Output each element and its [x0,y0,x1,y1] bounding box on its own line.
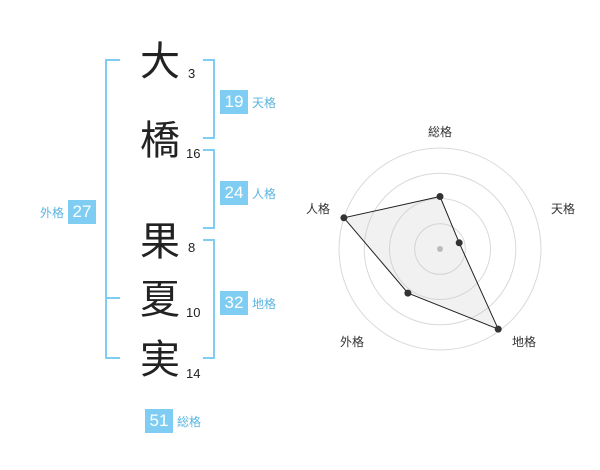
stroke-count-3: 8 [188,240,196,255]
ten-badge: 19 天格 [220,90,276,114]
name-char-4: 夏 [140,277,180,323]
chi-label: 地格 [252,296,277,311]
ten-value: 19 [220,90,248,114]
ten-label: 天格 [252,95,277,110]
sou-label: 総格 [177,414,202,429]
sou-value: 51 [145,409,173,433]
jin-bracket [203,149,215,229]
radar-axis-label-sou: 総格 [428,124,452,139]
gai-bracket [105,59,120,359]
radar-axis-label-ten: 天格 [551,201,575,216]
radar-axis-label-chi: 地格 [512,334,536,349]
chi-value: 32 [220,291,248,315]
stroke-count-5: 14 [186,366,201,381]
ten-bracket [203,59,215,139]
sou-badge: 51 総格 [145,409,201,433]
name-char-5: 実 [140,337,180,383]
radar-ring [338,147,542,351]
jin-badge: 24 人格 [220,181,276,205]
jin-value: 24 [220,181,248,205]
radar-point [404,289,412,297]
stroke-count-4: 10 [186,305,201,320]
radar-point [494,325,502,333]
radar-ring [363,172,517,326]
jin-label: 人格 [252,186,277,201]
radar-axis-label-gai: 外格 [340,334,364,349]
name-char-3: 果 [140,219,180,265]
chi-badge: 32 地格 [220,291,276,315]
radar-points [340,193,502,333]
radar-ring [414,223,466,275]
radar-point [455,239,463,247]
radar-center-dot [437,246,443,252]
gai-label: 外格 [40,205,65,220]
gai-badge: 外格 27 [40,200,97,224]
radar-axis-label-jin: 人格 [306,201,330,216]
radar-point [340,214,348,222]
name-char-1: 大 [140,39,180,85]
chi-bracket [203,239,215,359]
stroke-count-1: 3 [188,66,196,81]
radar-polygon [342,195,500,331]
radar-point [436,193,444,200]
gai-value: 27 [68,200,97,224]
name-char-2: 橋 [140,118,180,164]
stroke-count-2: 16 [186,146,201,161]
